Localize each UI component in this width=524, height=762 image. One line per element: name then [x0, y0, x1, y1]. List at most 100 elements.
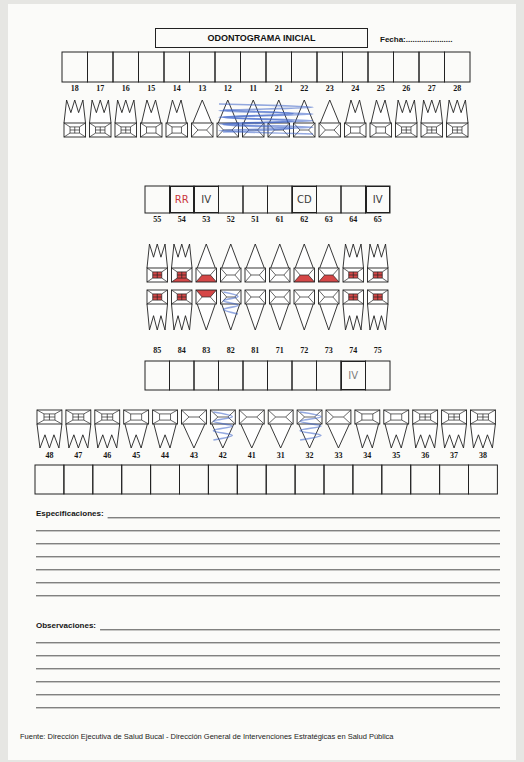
tooth-crown [115, 123, 137, 137]
tooth-crown-outline [270, 268, 291, 282]
tooth-crown [245, 290, 266, 304]
surface-line [300, 130, 309, 131]
surface-line [189, 417, 199, 418]
surface-line [449, 417, 460, 418]
tooth-root [271, 244, 289, 268]
tooth-number: 52 [218, 216, 244, 225]
tooth-crown [384, 410, 409, 424]
record-box [268, 361, 293, 390]
tooth-crown-outline [245, 290, 266, 304]
surface-line [368, 300, 374, 304]
tooth-number: 62 [291, 216, 317, 225]
surface-line [186, 290, 192, 294]
tooth-crown [368, 268, 389, 282]
surface-line [245, 275, 251, 282]
tooth-number: 44 [152, 452, 178, 461]
surface-line [37, 410, 44, 414]
tooth-symbol [442, 410, 467, 448]
surface-line [284, 290, 290, 297]
tooth-crown-outline [319, 268, 340, 282]
surface-line [270, 290, 276, 297]
tooth-number: 36 [412, 452, 438, 461]
surface-line [462, 133, 468, 137]
tooth-crown [471, 410, 496, 424]
surface-line [172, 268, 178, 272]
caries-mark [153, 294, 162, 300]
record-box: IV [366, 186, 391, 213]
tooth-number: 81 [242, 347, 268, 356]
surface-line [488, 420, 495, 424]
surface-line [488, 410, 495, 414]
tooth-crown [319, 290, 340, 304]
tooth-root [385, 424, 407, 448]
tooth-number: 74 [340, 347, 366, 356]
tooth-crown [270, 290, 291, 304]
surface-line [362, 420, 373, 421]
surface-line [343, 410, 350, 417]
surface-line [349, 275, 358, 276]
surface-line [372, 414, 373, 420]
tooth-root [368, 304, 389, 330]
tooth-number: 42 [210, 452, 236, 461]
surface-line [376, 127, 377, 133]
tooth-crown [239, 410, 264, 424]
surface-line [55, 420, 62, 424]
surface-line [319, 275, 325, 282]
tooth-crown-outline [294, 123, 316, 137]
caries-mark [373, 272, 382, 278]
surface-line [325, 130, 334, 131]
tooth-number: 85 [144, 347, 170, 356]
tooth-root [320, 244, 338, 268]
surface-line [227, 275, 235, 276]
tooth-symbol [421, 100, 443, 137]
surface-line [239, 417, 246, 424]
caries-mark [196, 290, 217, 297]
tooth-number: 37 [441, 452, 467, 461]
surface-line [162, 300, 168, 304]
tooth-number: 25 [368, 85, 394, 94]
tooth-symbol [153, 410, 178, 448]
tooth-root [142, 100, 161, 123]
surface-line [427, 130, 436, 131]
surface-line [90, 123, 96, 127]
surface-line [325, 297, 333, 298]
surface-line [186, 268, 192, 272]
caries-mark [196, 275, 217, 282]
surface-line [170, 414, 171, 420]
tooth-crown-outline [268, 410, 293, 424]
tooth-root [172, 304, 193, 330]
tooth-symbol [221, 244, 242, 282]
surface-line [259, 268, 265, 275]
surface-line [84, 420, 91, 424]
tooth-crown-outline [442, 410, 467, 424]
handwritten-code: IV [201, 194, 211, 205]
surface-line [297, 410, 304, 417]
tooth-root [356, 424, 378, 448]
tooth-symbol [147, 290, 168, 330]
tooth-root [125, 424, 147, 448]
surface-line [218, 417, 228, 418]
tooth-root [447, 100, 469, 123]
surface-line [370, 123, 376, 127]
caries-mark [177, 294, 186, 300]
tooth-symbol [319, 290, 340, 330]
tooth-symbol [141, 100, 163, 137]
tooth-symbol [343, 244, 364, 282]
surface-line [368, 278, 374, 282]
tooth-crown-outline [343, 268, 364, 282]
tooth-number: 35 [383, 452, 409, 461]
surface-line [245, 268, 251, 275]
surface-line [130, 133, 136, 137]
record-box [317, 361, 342, 390]
tooth-symbol [413, 410, 438, 448]
tooth-crown [270, 268, 291, 282]
surface-line [130, 123, 136, 127]
surface-line [210, 290, 216, 297]
record-box [194, 361, 219, 390]
tooth-root [172, 244, 193, 268]
record-box [145, 186, 170, 213]
surface-line [358, 278, 364, 282]
surface-line [96, 130, 105, 131]
tooth-symbol [172, 244, 193, 282]
